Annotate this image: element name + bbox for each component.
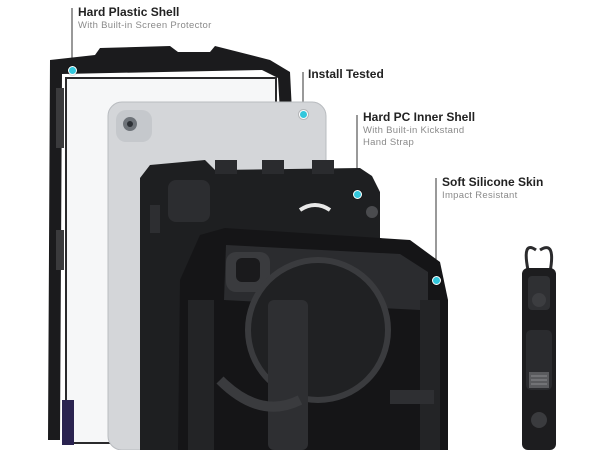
callout-subtitle: With Built-in Screen Protector (78, 20, 212, 31)
hand-strap (522, 246, 556, 450)
callout-subtitle: Impact Resistant (442, 190, 518, 201)
callout-subtitle: With Built-in Kickstand (363, 125, 465, 136)
callout-dot-silicone (432, 276, 441, 285)
callout-title: Soft Silicone Skin (442, 175, 544, 189)
callout-dot-shell (68, 66, 77, 75)
callout-title: Install Tested (308, 67, 384, 81)
callout-dot-inner-shell (353, 190, 362, 199)
callout-install-tested: Install Tested (308, 67, 384, 82)
callout-dot-install (299, 110, 308, 119)
callout-hard-plastic-shell: Hard Plastic Shell With Built-in Screen … (78, 5, 212, 32)
callout-title: Hard PC Inner Shell (363, 110, 476, 124)
callout-title: Hard Plastic Shell (78, 5, 180, 19)
callout-hard-pc-inner-shell: Hard PC Inner Shell With Built-in Kickst… (363, 110, 475, 149)
callout-soft-silicone-skin: Soft Silicone Skin Impact Resistant (442, 175, 543, 202)
soft-silicone-skin (178, 228, 448, 450)
callout-subtitle-2: Hand Strap (363, 136, 415, 148)
